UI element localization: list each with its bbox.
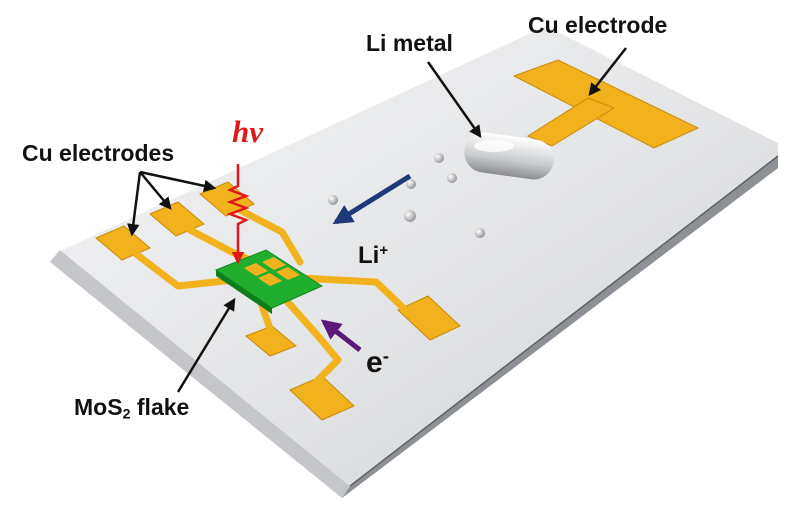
li-ion-beads [328, 153, 485, 238]
label-mos2-flake: MoS2 flake [74, 394, 190, 423]
substrate [50, 23, 779, 498]
li-metal-pellet [464, 132, 554, 180]
label-cu-electrodes: Cu electrodes [22, 140, 175, 166]
label-photon-hv: hν [232, 114, 263, 149]
label-li-metal: Li metal [366, 30, 453, 56]
mos2-flake [214, 249, 324, 314]
photon-wave-icon [226, 164, 250, 265]
label-electron: e- [366, 345, 389, 380]
cu-electrode-t [512, 59, 700, 149]
electron-arrow [320, 319, 362, 352]
label-cu-electrode: Cu electrode [528, 12, 668, 38]
leader-lines [127, 47, 627, 393]
li-ion-arrow [332, 173, 412, 225]
label-li-ion: Li+ [358, 242, 389, 269]
cu-traces [132, 206, 418, 396]
